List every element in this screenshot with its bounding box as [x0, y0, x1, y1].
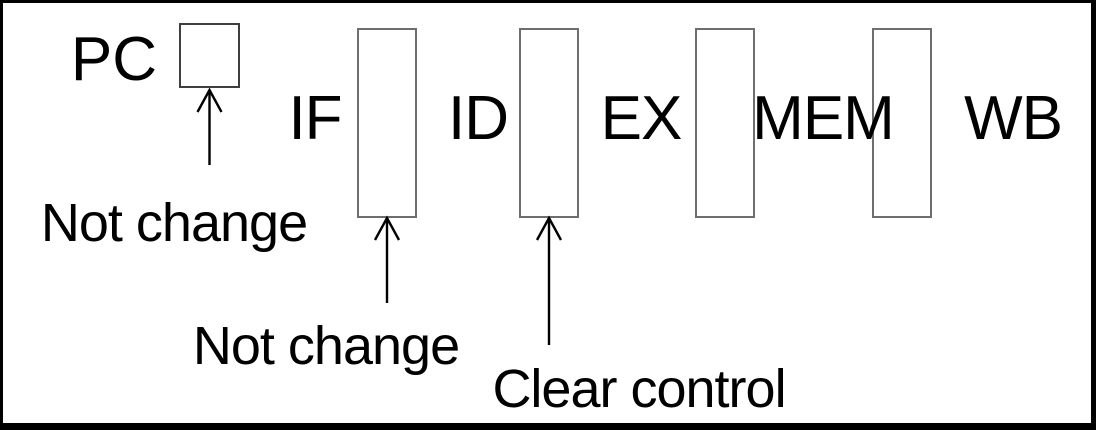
stage-label-id: ID [448, 84, 509, 153]
pipeline-register-ex-mem [695, 28, 755, 218]
pipeline-register-if-id [357, 28, 417, 218]
stage-label-if: IF [288, 84, 342, 153]
stage-label-ex: EX [600, 84, 683, 153]
pc-box [179, 23, 240, 88]
annotation-clear-control: Clear control [492, 359, 786, 419]
stage-label-wb: WB [964, 84, 1063, 153]
pc-arrow [196, 87, 223, 165]
if-id-arrow [373, 215, 401, 303]
stage-label-mem: MEM [752, 84, 895, 153]
pc-label: PC [70, 25, 158, 94]
annotation-not-change-if-id: Not change [192, 316, 460, 376]
id-ex-arrow [535, 215, 563, 345]
pipeline-register-id-ex [519, 28, 579, 218]
annotation-not-change-pc: Not change [40, 193, 308, 253]
pipeline-register-mem-wb [872, 28, 932, 218]
